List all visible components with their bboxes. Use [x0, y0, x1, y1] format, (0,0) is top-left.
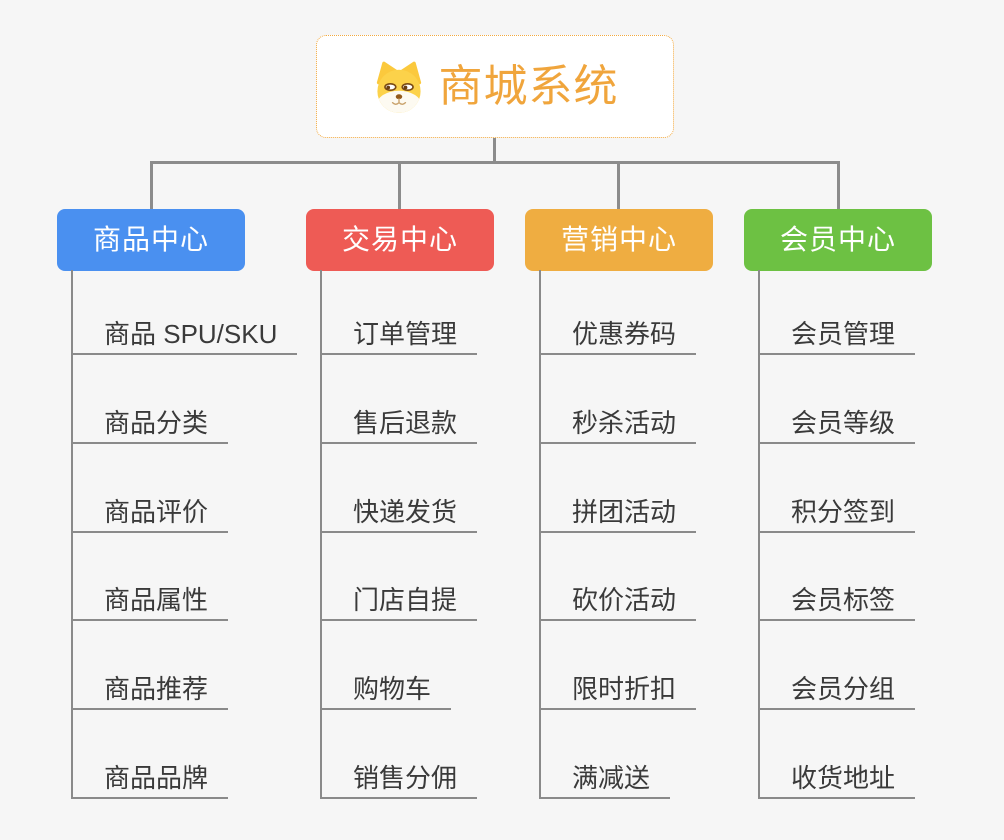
- branch-spine-member: [758, 270, 760, 799]
- branch-product-center[interactable]: 商品中心: [57, 209, 245, 271]
- node-item[interactable]: 商品评价: [72, 497, 229, 533]
- node-item[interactable]: 会员管理: [759, 319, 916, 355]
- branch-spine-trade: [320, 270, 322, 799]
- node-item[interactable]: 售后退款: [321, 408, 478, 444]
- node-item[interactable]: 商品分类: [72, 408, 229, 444]
- root-node[interactable]: 商城系统: [316, 35, 674, 138]
- node-item[interactable]: 订单管理: [321, 319, 478, 355]
- branch-member-center[interactable]: 会员中心: [744, 209, 932, 271]
- node-item[interactable]: 会员标签: [759, 585, 916, 621]
- branch-label: 商品中心: [92, 224, 209, 255]
- node-item[interactable]: 砍价活动: [540, 585, 697, 621]
- connector-root-stem: [493, 137, 496, 163]
- branch-spine-product: [71, 270, 73, 799]
- connector-bus: [150, 161, 840, 164]
- node-item[interactable]: 销售分佣: [321, 763, 478, 799]
- node-item[interactable]: 优惠券码: [540, 319, 697, 355]
- node-item[interactable]: 商品推荐: [72, 674, 229, 710]
- branch-label: 会员中心: [779, 224, 896, 255]
- branch-spine-marketing: [539, 270, 541, 799]
- node-item[interactable]: 收货地址: [759, 763, 916, 799]
- node-item[interactable]: 快递发货: [321, 497, 478, 533]
- branch-marketing-center[interactable]: 营销中心: [525, 209, 713, 271]
- connector-drop-product: [150, 161, 153, 209]
- connector-drop-trade: [398, 161, 401, 209]
- node-item[interactable]: 门店自提: [321, 585, 478, 621]
- node-item[interactable]: 购物车: [321, 674, 452, 710]
- node-item[interactable]: 商品品牌: [72, 763, 229, 799]
- branch-label: 营销中心: [560, 224, 677, 255]
- node-item[interactable]: 拼团活动: [540, 497, 697, 533]
- dog-face-icon: [372, 60, 426, 114]
- node-item[interactable]: 会员等级: [759, 408, 916, 444]
- node-item[interactable]: 限时折扣: [540, 674, 697, 710]
- node-item[interactable]: 会员分组: [759, 674, 916, 710]
- node-item[interactable]: 商品 SPU/SKU: [72, 319, 298, 355]
- connector-drop-member: [837, 161, 840, 209]
- node-item[interactable]: 积分签到: [759, 497, 916, 533]
- node-item[interactable]: 满减送: [540, 763, 671, 799]
- branch-trade-center[interactable]: 交易中心: [306, 209, 494, 271]
- connector-drop-marketing: [617, 161, 620, 209]
- node-item[interactable]: 商品属性: [72, 585, 229, 621]
- node-item[interactable]: 秒杀活动: [540, 408, 697, 444]
- root-node-label: 商城系统: [438, 61, 619, 111]
- branch-label: 交易中心: [341, 224, 458, 255]
